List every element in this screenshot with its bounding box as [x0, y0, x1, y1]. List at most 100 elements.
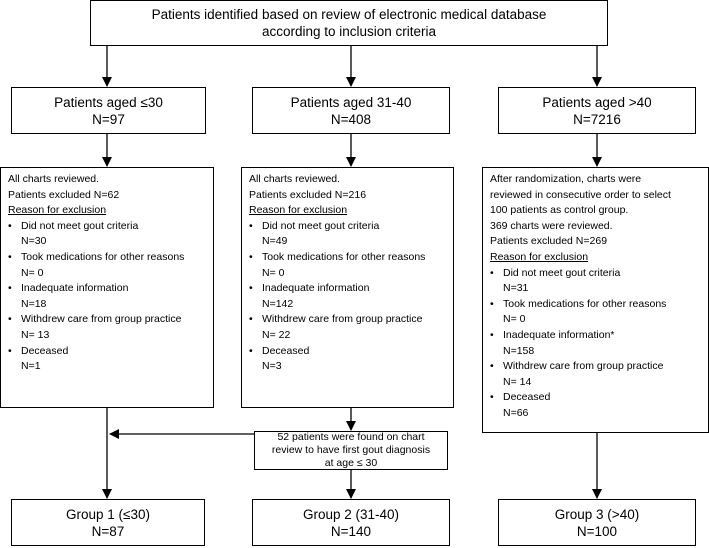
reason-item: • Took medications for other reasons	[249, 250, 449, 266]
reason-item: • Inadequate information	[8, 281, 209, 297]
reason-count: N=30	[21, 235, 47, 248]
exclusion-box-1: All charts reviewed. Patients excluded N…	[0, 167, 214, 408]
reason-count: N=142	[262, 297, 294, 310]
found-line: 52 patients were found on chart	[277, 431, 425, 443]
reason-label: Deceased	[21, 344, 69, 357]
reason-item: • Inadequate information*	[490, 328, 704, 344]
reason-count: N=1	[21, 360, 41, 373]
reason-label: Inadequate information*	[503, 328, 615, 341]
reason-label: Inadequate information	[262, 282, 370, 295]
exclusion-intro-line: 100 patients as control group.	[490, 204, 629, 217]
exclusion-total: Patients excluded N=62	[8, 188, 120, 201]
reason-count: N=66	[503, 406, 529, 419]
reason-count: N= 0	[503, 313, 526, 326]
exclusion-intro-line: After randomization, charts were	[490, 173, 642, 185]
exclusion-intro: All charts reviewed.	[249, 173, 341, 185]
bullet: •	[249, 250, 253, 263]
bullet: •	[490, 266, 494, 279]
final-group-count: N=100	[576, 523, 618, 539]
found-line: at age ≤ 30	[324, 457, 378, 469]
reason-label: Took medications for other reasons	[503, 297, 667, 310]
exclusion-intro-line: reviewed in consecutive order to select	[490, 188, 671, 201]
reason-list: •Did not meet gout criteria N=31 •Took m…	[490, 266, 704, 422]
found-on-review-box: 52 patients were found on chart review t…	[254, 431, 448, 470]
reason-item: • Did not meet gout criteria	[8, 219, 209, 235]
reason-count: N=49	[262, 235, 288, 248]
reason-count: N= 0	[262, 266, 285, 279]
reason-item: • Deceased	[8, 344, 209, 360]
reason-count: N= 0	[21, 266, 44, 279]
reason-count: N= 14	[503, 375, 532, 388]
final-group-box-1: Group 1 (≤30) N=87	[11, 499, 205, 546]
reason-label: Deceased	[262, 344, 310, 357]
reason-count: N=18	[21, 297, 47, 310]
bullet: •	[490, 328, 494, 341]
bullet: •	[8, 250, 12, 263]
found-line: review to have first gout diagnosis	[271, 444, 431, 456]
aged-title: Patients aged ≤30	[54, 94, 163, 110]
reason-list: • Did not meet gout criteria N=49 • Took m…	[249, 219, 449, 375]
final-group-title: Group 1 (≤30)	[66, 506, 150, 522]
exclusion-intro-line: 369 charts were reviewed.	[490, 219, 613, 232]
bullet: •	[249, 313, 253, 326]
bullet: •	[8, 219, 12, 232]
aged-box-2: Patients aged 31-40 N=408	[252, 87, 450, 134]
bullet: •	[249, 219, 253, 232]
aged-box-1: Patients aged ≤30 N=97	[11, 87, 206, 134]
reason-heading: Reason for exclusion	[8, 204, 107, 217]
reason-count: N=158	[503, 344, 535, 357]
reason-item: • Inadequate information	[249, 281, 449, 297]
reason-item: • Withdrew care from group practice	[249, 312, 449, 328]
reason-label: Inadequate information	[21, 282, 129, 295]
final-group-box-3: Group 3 (>40) N=100	[498, 499, 696, 546]
exclusion-intro: All charts reviewed.	[8, 173, 100, 185]
aged-count: N=408	[330, 111, 372, 127]
aged-count: N=7216	[573, 111, 621, 127]
reason-item: •Took medications for other reasons	[490, 297, 704, 313]
top-line-2: according to inclusion criteria	[261, 24, 437, 39]
top-line-1: Patients identified based on review of e…	[151, 7, 547, 22]
reason-label: Withdrew care from group practice	[21, 313, 182, 326]
aged-title: Patients aged 31-40	[290, 94, 412, 110]
exclusion-box-3: After randomization, charts were reviewe…	[482, 167, 709, 433]
reason-label: Did not meet gout criteria	[503, 266, 621, 279]
aged-box-3: Patients aged >40 N=7216	[498, 87, 696, 134]
reason-item: • Withdrew care from group practice	[8, 312, 209, 328]
reason-heading: Reason for exclusion	[490, 250, 589, 263]
reason-label: Did not meet gout criteria	[262, 219, 380, 232]
reason-label: Withdrew care from group practice	[503, 360, 664, 373]
bullet: •	[8, 344, 12, 357]
exclusion-total: Patients excluded N=216	[249, 188, 367, 201]
bullet: •	[490, 360, 494, 373]
reason-item: • Did not meet gout criteria	[249, 219, 449, 235]
reason-count: N=31	[503, 282, 529, 295]
bullet: •	[8, 313, 12, 326]
aged-title: Patients aged >40	[542, 94, 652, 110]
reason-heading: Reason for exclusion	[249, 204, 348, 217]
reason-item: • Took medications for other reasons	[8, 250, 209, 266]
final-group-title: Group 2 (31-40)	[302, 506, 400, 522]
bullet: •	[249, 282, 253, 295]
bullet: •	[8, 282, 12, 295]
final-group-count: N=140	[330, 523, 372, 539]
reason-item: • Deceased	[490, 390, 704, 406]
reason-count: N= 22	[262, 328, 291, 341]
reason-list: • Did not meet gout criteria N=30 • Took m…	[8, 219, 209, 375]
reason-count: N= 13	[21, 328, 50, 341]
aged-count: N=97	[92, 111, 125, 127]
bullet: •	[249, 344, 253, 357]
reason-item: • Withdrew care from group practice	[490, 359, 704, 375]
reason-label: Did not meet gout criteria	[21, 219, 139, 232]
reason-item: • Deceased	[249, 344, 449, 360]
exclusion-box-2: All charts reviewed. Patients excluded N…	[241, 167, 454, 408]
reason-label: Took medications for other reasons	[262, 250, 426, 263]
exclusion-total: Patients excluded N=269	[490, 235, 608, 248]
bullet: •	[490, 391, 494, 404]
reason-label: Took medications for other reasons	[21, 250, 185, 263]
final-group-count: N=87	[91, 523, 125, 539]
final-group-title: Group 3 (>40)	[554, 506, 640, 522]
reason-label: Withdrew care from group practice	[262, 313, 423, 326]
reason-count: N=3	[262, 360, 282, 373]
reason-label: Deceased	[503, 391, 551, 404]
reason-item: • Did not meet gout criteria	[490, 266, 704, 282]
